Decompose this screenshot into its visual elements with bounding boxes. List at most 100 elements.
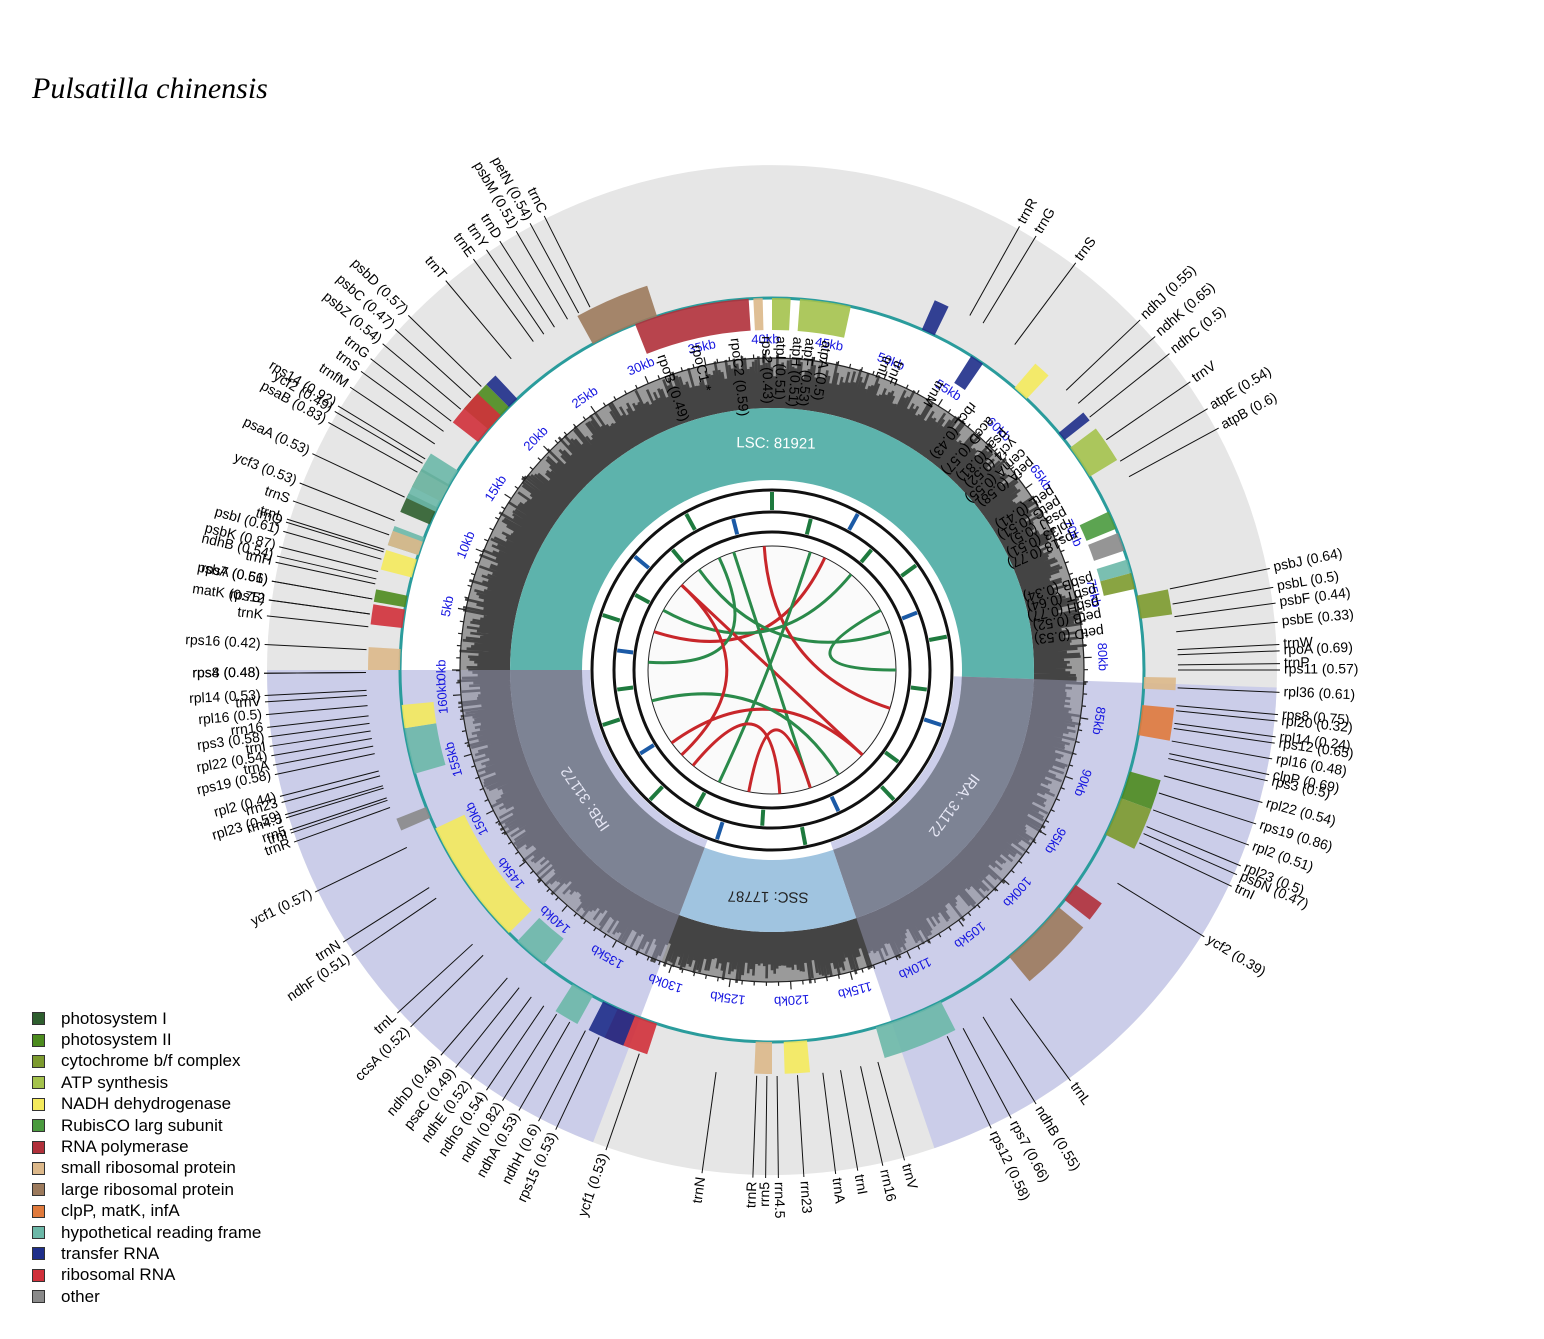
gene-label-genes_right_ir-0: rpoA (0.69): [1283, 639, 1353, 658]
gene-block-32: [555, 984, 593, 1025]
label-leader-genes_lsc_outer-13: [1177, 643, 1280, 651]
label-leader-genes_left-33: [279, 770, 379, 797]
gene-label-genes_lower-8: rrn23: [797, 1180, 815, 1214]
gene-block-0: [368, 647, 401, 670]
legend-label: RNA polymerase: [61, 1137, 189, 1157]
gene-label-genes_lower-13: ycf1 (0.53): [574, 1151, 611, 1219]
label-leader-genes_lower-39: [334, 410, 423, 464]
label-leader-genes_lower-24: [351, 897, 437, 956]
legend-swatch: [32, 1226, 45, 1240]
label-leader-genes_lower-23: [397, 943, 473, 1014]
gene-track: [368, 285, 1176, 1074]
label-leader-genes_lsc_outer-9: [1169, 568, 1270, 590]
repeat-ring-3: [632, 530, 912, 810]
gene-block-16: [1079, 511, 1117, 541]
gene-label-genes_lower-12: trnN: [689, 1176, 708, 1204]
label-leader-genes_right_ir-10: [1146, 826, 1241, 867]
gene-label-genes_left-18: trnQ: [254, 504, 285, 527]
repeat-mark-17: [880, 785, 896, 802]
gene-block-14: [1058, 412, 1090, 441]
repeat-chord-6: [717, 551, 812, 783]
gene-block-28: [783, 1040, 811, 1074]
legend-label: ATP synthesis: [61, 1072, 169, 1092]
tick-label-80kb: 80kb: [1095, 642, 1111, 671]
region-lsc: [510, 408, 1034, 680]
legend-item: hypothetical reading frame: [32, 1222, 261, 1243]
ir-overlay-1: [460, 670, 705, 962]
legend-swatch: [32, 1161, 45, 1175]
tick-label-85kb: 85kb: [1090, 706, 1109, 736]
gc-content-track: [457, 354, 1087, 984]
gene-block-21: [1143, 677, 1176, 691]
gene-label-genes_lower-33: rrn16: [230, 719, 264, 739]
gene-block-44: [577, 285, 658, 345]
label-leader-genes_lower-4: [877, 1061, 905, 1161]
repeat-mark-11: [900, 563, 918, 578]
label-leader-genes_left-19: [283, 530, 382, 560]
legend-swatch: [32, 1183, 45, 1197]
gene-label-genes_lower-35: rps12: [229, 585, 266, 606]
label-leader-genes_right_ir-9: [1152, 809, 1250, 846]
gene-block-36: [404, 723, 446, 774]
gene-label-genes_left-21: trnH: [244, 547, 273, 568]
label-leader-genes_lower-20: [455, 987, 520, 1068]
label-leader-genes_right_ir-6: [1168, 758, 1268, 782]
repeat-mark-0: [616, 648, 634, 655]
gene-label-genes_left-27: rps4 (0.48): [192, 664, 260, 680]
gene-block-7: [635, 298, 751, 354]
label-leader-genes_lower-25: [314, 847, 408, 893]
gene-label-genes_lower-31: trnA: [242, 757, 271, 778]
gene-label-inner-6: atpF (0.53): [795, 337, 819, 407]
label-leader-genes_left-10: [473, 258, 534, 342]
gene-block-15: [1070, 428, 1118, 477]
tick-label-15kb: 15kb: [481, 472, 509, 504]
gene-label-genes_lower-25: ycf1 (0.57): [248, 885, 314, 928]
label-leader-genes_left-4: [382, 343, 462, 410]
label-leader-genes_right_ir-12: [1117, 882, 1205, 938]
label-leader-genes_lower-38: [286, 518, 385, 550]
tick-label-30kb: 30kb: [625, 354, 657, 379]
tick-label-75kb: 75kb: [1084, 578, 1105, 609]
gene-label-genes_lsc_outer-6: trnV: [1188, 357, 1219, 385]
repeat-mark-10: [859, 548, 873, 564]
gene-label-genes_lower-11: trnR: [742, 1181, 759, 1208]
gene-block-17: [1088, 533, 1125, 561]
tick-label-115kb: 115kb: [836, 979, 873, 1002]
label-leader-genes_right_ir-5: [1171, 740, 1273, 760]
label-leader-genes_lower-3: [946, 1036, 992, 1129]
gene-block-26: [1009, 907, 1084, 982]
gene-block-33: [517, 917, 564, 964]
legend-label: transfer RNA: [61, 1243, 160, 1263]
legend-label: hypothetical reading frame: [61, 1222, 262, 1242]
repeat-mark-15: [923, 717, 942, 727]
repeat-mark-24: [639, 743, 655, 756]
label-leader-genes_lsc_outer-11: [1174, 602, 1276, 618]
label-leader-genes_lsc_outer-15: [1175, 710, 1278, 722]
gene-block-34: [435, 814, 532, 934]
label-leader-genes_left-34: [284, 785, 383, 816]
label-leader-genes_left-2: [407, 314, 482, 387]
label-leader-genes_left-31: [271, 738, 372, 757]
gene-block-40: [387, 530, 423, 556]
label-leader-genes_left-27: [264, 672, 367, 674]
label-leader-genes_right_ir-8: [1158, 792, 1257, 825]
gene-label-genes_right_ir-3: rps8 (0.75): [1281, 706, 1350, 728]
gene-label-inner-3: rps2 (0.43): [759, 336, 776, 404]
repeat-track: [590, 488, 954, 852]
gene-block-13: [1014, 363, 1049, 399]
label-leader-genes_lower-36: [271, 580, 373, 600]
repeat-mark-21: [715, 821, 725, 840]
repeat-mark-12: [901, 610, 918, 621]
legend-label: large ribosomal protein: [61, 1179, 234, 1199]
repeat-mark-14: [910, 685, 928, 692]
label-leader-genes_left-1: [543, 215, 591, 308]
label-leader-genes_lower-12: [701, 1072, 717, 1174]
label-leader-genes_lsc_outer-3: [1065, 319, 1141, 391]
label-leader-genes_lower-28: [289, 797, 387, 831]
tick-label-0kb: 0kb: [433, 660, 448, 681]
label-leader-genes_lower-32: [269, 730, 371, 747]
label-leader-genes_lower-7: [822, 1072, 837, 1175]
gene-label-genes_right_ir-1: rps11 (0.57): [1284, 661, 1358, 677]
